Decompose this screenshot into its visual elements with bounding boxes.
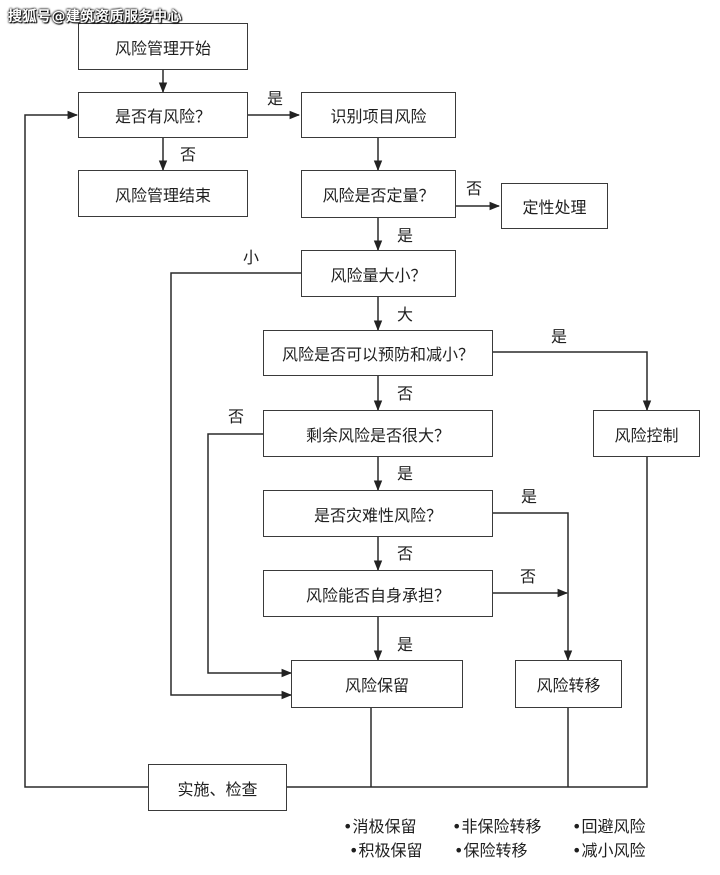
label-size-small: 小 [243,248,260,267]
legend-item: •保险转移 [454,841,528,860]
legend-item: •回避风险 [572,817,646,836]
node-residual-large: 剩余风险是否很大？ [263,410,493,457]
label-has-risk-no: 否 [180,145,197,164]
legend-item: •减小风险 [572,841,646,860]
node-identify: 识别项目风险 [301,92,456,138]
label-has-risk-yes: 是 [267,89,284,108]
node-preventable: 风险是否可以预防和减小？ [263,330,493,376]
node-end: 风险管理结束 [78,170,248,217]
label-quantify-yes: 是 [397,226,414,245]
edge-residual-no [207,433,293,678]
node-quantify: 风险是否定量？ [301,170,456,218]
node-transfer: 风险转移 [515,660,622,708]
label-residual-yes: 是 [397,464,414,483]
legend-item: •积极保留 [349,841,423,860]
label-preventable-yes: 是 [551,327,568,346]
label-catastrophic-no: 否 [397,544,414,563]
label-size-large: 大 [397,305,414,324]
label-self-bear-no: 否 [520,567,537,586]
edge-size-small [170,272,301,700]
edge-loop-back [24,110,148,788]
edge-catastrophic-yes [493,512,573,662]
node-self-bear: 风险能否自身承担？ [263,570,493,617]
watermark: 搜狐号@建筑资质服务中心 [8,9,182,25]
node-start: 风险管理开始 [78,23,248,70]
node-retain: 风险保留 [291,660,463,708]
edge-control-down [287,457,648,788]
label-residual-no: 否 [228,407,245,426]
node-control: 风险控制 [593,410,700,457]
label-preventable-no: 否 [397,384,414,403]
node-has-risk: 是否有风险？ [78,92,248,138]
legend-item: •非保险转移 [452,817,542,836]
node-implement: 实施、检查 [148,764,287,811]
label-self-bear-yes: 是 [397,635,414,654]
edge-preventable-yes [493,351,652,412]
label-catastrophic-yes: 是 [521,487,538,506]
label-quantify-no: 否 [466,179,483,198]
legend-item: •消极保留 [343,817,417,836]
node-catastrophic: 是否灾难性风险？ [263,490,493,537]
node-size: 风险量大小？ [301,250,456,297]
node-qualitative: 定性处理 [501,183,608,229]
